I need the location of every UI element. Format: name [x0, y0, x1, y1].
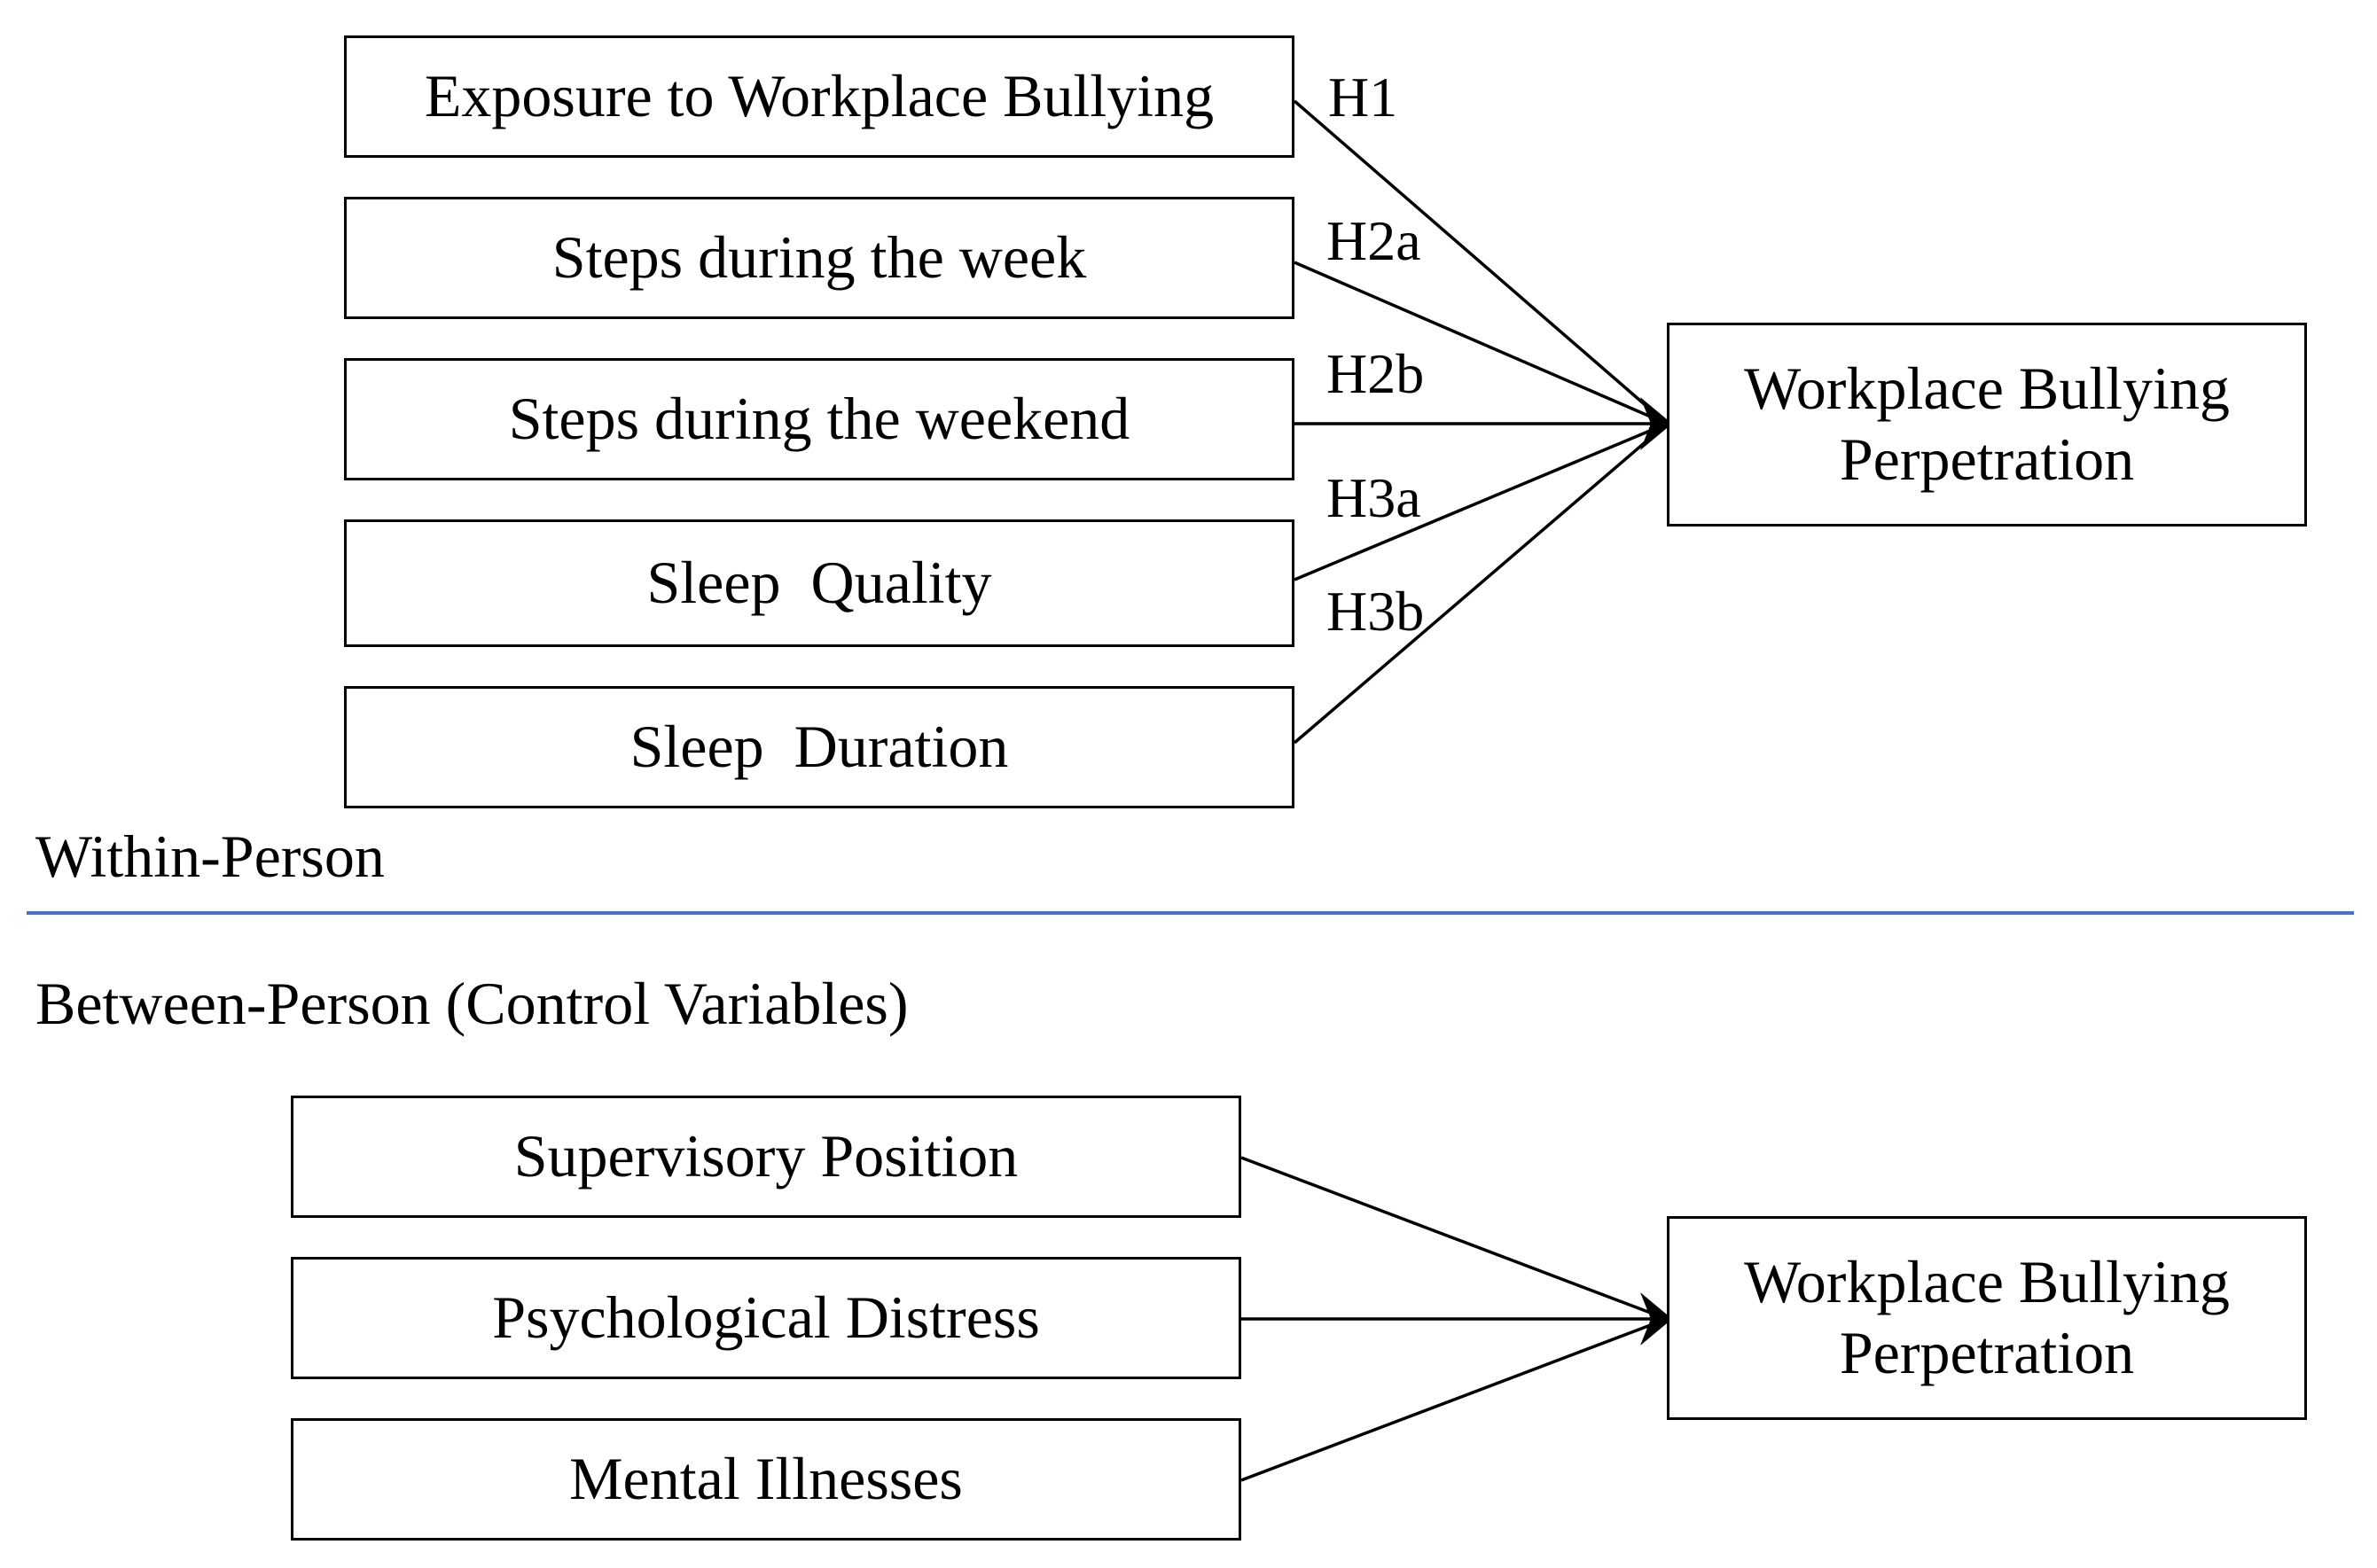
hypothesis-label-h1: H1: [1328, 66, 1398, 129]
path-h3b: [1293, 422, 1669, 745]
predictor-steps-during-week: Steps during the week: [344, 197, 1294, 319]
control-supervisory-position: Supervisory Position: [291, 1096, 1241, 1218]
predictor-steps-during-weekend: Steps during the weekend: [344, 358, 1294, 480]
section-label-between-person: Between-Person (Control Variables): [35, 970, 909, 1037]
predictor-sleep-quality: Sleep Quality: [344, 519, 1294, 647]
hypothesis-label-h3a: H3a: [1326, 466, 1421, 529]
outcome-between-workplace-bullying-perpetration: Workplace Bullying Perpetration: [1667, 1216, 2307, 1420]
section-label-within-person: Within-Person: [35, 823, 385, 890]
arrowhead-within: [1640, 397, 1672, 450]
outcome-within-workplace-bullying-perpetration: Workplace Bullying Perpetration: [1667, 323, 2307, 527]
path-h2a: [1294, 261, 1668, 425]
predictor-exposure-to-workplace-bullying: Exposure to Workplace Bullying: [344, 35, 1294, 158]
section-divider: [27, 911, 2354, 915]
arrowhead-between: [1640, 1292, 1672, 1346]
control-psychological-distress: Psychological Distress: [291, 1257, 1241, 1379]
path-supervisory: [1240, 1156, 1668, 1321]
path-h3a: [1294, 422, 1668, 581]
hypothesis-label-h2a: H2a: [1326, 209, 1421, 272]
path-illness: [1240, 1317, 1668, 1482]
hypothesis-label-h3b: H3b: [1326, 580, 1425, 643]
path-h1: [1293, 99, 1669, 425]
predictor-sleep-duration: Sleep Duration: [344, 686, 1294, 808]
hypothesis-label-h2b: H2b: [1326, 342, 1425, 405]
control-mental-illnesses: Mental Illnesses: [291, 1418, 1241, 1541]
